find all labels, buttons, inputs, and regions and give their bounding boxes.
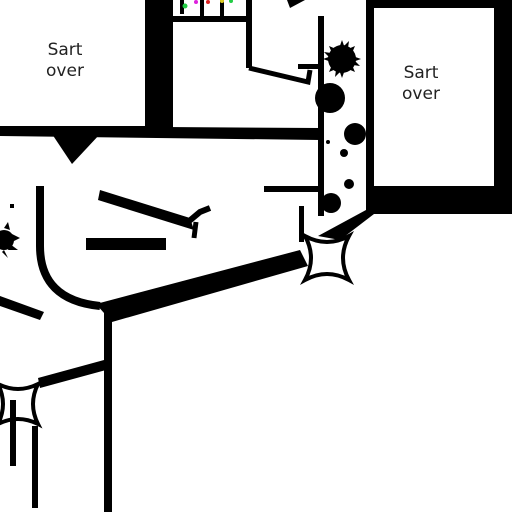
boulder-icon xyxy=(340,149,348,157)
wall-segment xyxy=(264,186,320,192)
wall-segment xyxy=(494,0,512,214)
boulder-icon xyxy=(321,193,341,213)
four-point-star-icon xyxy=(0,379,43,429)
wall-segment xyxy=(96,250,308,322)
wall-segment xyxy=(318,16,324,216)
wall-segment xyxy=(86,238,166,250)
item-gem[interactable] xyxy=(220,0,224,3)
wall-segment xyxy=(186,205,212,225)
item-post xyxy=(200,0,204,18)
wall-segment xyxy=(0,126,320,140)
room-top-right xyxy=(366,0,512,214)
wall-segment xyxy=(36,186,101,310)
wall-segment xyxy=(248,65,313,86)
item-gem[interactable] xyxy=(229,0,233,3)
wall-segment xyxy=(98,190,194,230)
boulder-icon xyxy=(344,179,354,189)
wall-segment xyxy=(0,296,44,320)
wall-segment xyxy=(168,16,250,22)
wall-segment xyxy=(38,360,106,388)
boulder-icon xyxy=(326,140,330,144)
jagged-hazard-icon xyxy=(0,222,20,258)
boulder-icon xyxy=(344,123,366,145)
wall-fragment xyxy=(10,204,14,208)
four-point-star-icon xyxy=(299,230,355,286)
item-post xyxy=(220,0,224,18)
item-gem[interactable] xyxy=(206,0,210,4)
wall-segment xyxy=(318,210,374,240)
item-post xyxy=(180,0,184,14)
wall-segment xyxy=(366,0,512,8)
wall-segment xyxy=(104,310,112,512)
wall-segment xyxy=(299,206,304,242)
spiked-mine-icon xyxy=(323,40,361,78)
start-over-button-right[interactable]: Sart over xyxy=(402,63,440,104)
wall-segment xyxy=(246,0,252,68)
item-gem[interactable] xyxy=(194,0,198,4)
wall-segment xyxy=(366,186,512,214)
start-over-button-left[interactable]: Sart over xyxy=(46,40,84,81)
wall-segment xyxy=(366,0,374,214)
wall-segment xyxy=(298,64,322,69)
item-gem[interactable] xyxy=(182,3,188,9)
wall-segment xyxy=(287,0,305,8)
boulder-icon xyxy=(315,83,345,113)
wall-segment xyxy=(191,221,199,239)
wall-segment xyxy=(10,400,16,466)
wall-segment xyxy=(32,426,38,508)
item-cluster xyxy=(180,0,233,18)
wall-notch xyxy=(52,134,100,164)
